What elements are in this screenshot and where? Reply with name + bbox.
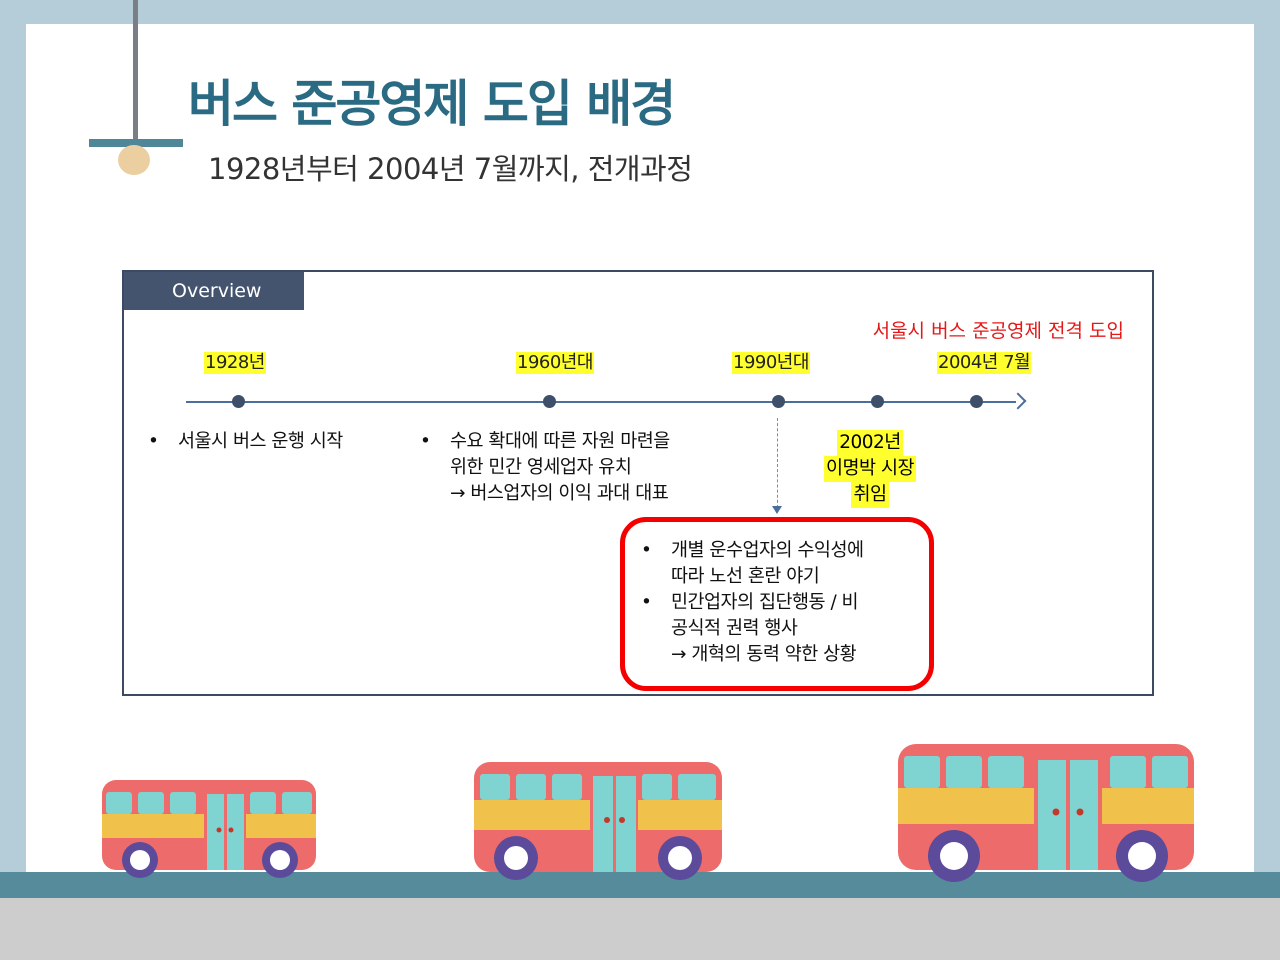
event-2002-year: 2002년	[837, 430, 903, 456]
bus-icon	[100, 778, 320, 878]
list-item-line: 위한 민간 영세업자 유치	[450, 455, 670, 481]
lamp-pole	[133, 0, 138, 142]
dashed-connector	[777, 418, 778, 508]
list-item-line: 공식적 권력 행사	[671, 616, 863, 642]
connector-arrow-icon	[772, 506, 782, 514]
timeline-dot	[772, 395, 785, 408]
page-subtitle: 1928년부터 2004년 7월까지, 전개과정	[208, 146, 692, 188]
list-item: 수요 확대에 따른 자원 마련을 위한 민간 영세업자 유치 → 버스업자의 이…	[420, 429, 670, 507]
lamp-bulb-icon	[118, 145, 150, 175]
list-item-line: → 개혁의 동력 약한 상황	[671, 642, 863, 668]
overview-panel: Overview 서울시 버스 준공영제 전격 도입 1928년 1960년대 …	[122, 270, 1154, 696]
bus-icon	[896, 742, 1196, 886]
timeline-dot	[871, 395, 884, 408]
list-item-line: 따라 노선 혼란 야기	[671, 564, 863, 590]
timeline-axis	[186, 401, 1016, 403]
list-item: 서울시 버스 운행 시작	[148, 429, 343, 455]
list-item-line: 수요 확대에 따른 자원 마련을	[450, 429, 670, 455]
timeline-label-1928: 1928년	[204, 352, 266, 374]
timeline-dot	[970, 395, 983, 408]
timeline-label-2004: 2004년 7월	[937, 352, 1031, 374]
col2-bullets: 수요 확대에 따른 자원 마련을 위한 민간 영세업자 유치 → 버스업자의 이…	[420, 429, 670, 507]
timeline-label-1960s: 1960년대	[516, 352, 594, 374]
page-title: 버스 준공영제 도입 배경	[188, 64, 674, 136]
list-item-line: → 버스업자의 이익 과대 대표	[450, 481, 670, 507]
timeline-label-1990s: 1990년대	[732, 352, 810, 374]
red-annotation: 서울시 버스 준공영제 전격 도입	[873, 316, 1124, 343]
timeline-dot	[232, 395, 245, 408]
bus-icon	[472, 760, 724, 882]
timeline-arrow-icon	[1010, 393, 1027, 410]
list-item-line: 개별 운수업자의 수익성에	[671, 538, 863, 564]
list-item-line: 민간업자의 집단행동 / 비	[671, 590, 863, 616]
event-2002-action: 취임	[851, 482, 888, 508]
list-item: 민간업자의 집단행동 / 비 공식적 권력 행사 → 개혁의 동력 약한 상황	[641, 590, 863, 668]
timeline-dot	[543, 395, 556, 408]
event-2002-title: 이명박 시장	[824, 456, 916, 482]
event-2002: 2002년 이명박 시장 취임	[824, 430, 916, 508]
road	[0, 898, 1280, 960]
col1-bullets: 서울시 버스 운행 시작	[148, 429, 343, 455]
box-bullets: 개별 운수업자의 수익성에 따라 노선 혼란 야기 민간업자의 집단행동 / 비…	[641, 538, 863, 668]
highlight-box: 개별 운수업자의 수익성에 따라 노선 혼란 야기 민간업자의 집단행동 / 비…	[620, 517, 934, 691]
list-item: 개별 운수업자의 수익성에 따라 노선 혼란 야기	[641, 538, 863, 590]
overview-tab: Overview	[124, 272, 304, 310]
